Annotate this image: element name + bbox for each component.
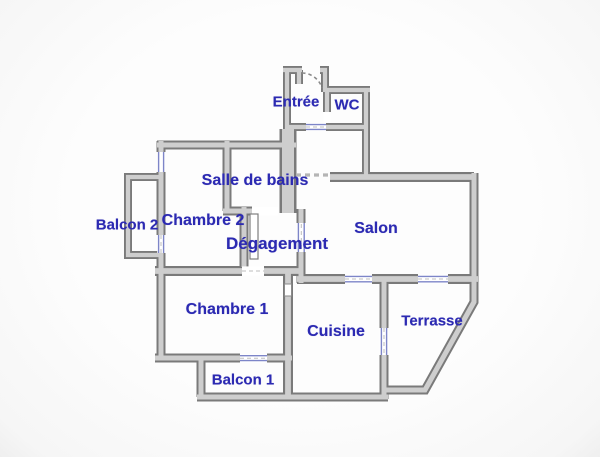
window-icon [418, 274, 448, 284]
room-label-degagement: Dégagement [225, 234, 329, 253]
window-icon [345, 274, 372, 284]
window-icon [306, 123, 326, 131]
room-label-chambre-1: Chambre 1 [185, 301, 269, 318]
door-arc-icon [301, 72, 323, 89]
room-label-entree: Entrée [272, 93, 320, 111]
window-icon [240, 354, 267, 363]
window-icon [157, 235, 165, 253]
room-label-balcon-2: Balcon 2 [95, 216, 159, 234]
door-leaf-icon [249, 213, 259, 260]
room-label-cuisine: Cuisine [307, 323, 365, 340]
room-label-balcon-1: Balcon 1 [211, 371, 275, 389]
room-label-salon: Salon [354, 220, 398, 237]
wall-notch [284, 283, 292, 297]
door-opening [323, 112, 331, 123]
door-opening [242, 266, 264, 276]
room-label-salle-de-bains: Salle de bains [201, 172, 309, 189]
room-label-chambre-2: Chambre 2 [161, 212, 245, 229]
walls-fill-layer [125, 67, 478, 400]
door-opening [249, 207, 278, 260]
window-marks [157, 72, 448, 363]
room-label-terrasse: Terrasse [401, 312, 463, 330]
room-label-wc: WC [334, 96, 360, 114]
window-icon [157, 152, 165, 172]
window-icon [379, 328, 389, 355]
door-opening [297, 223, 306, 252]
